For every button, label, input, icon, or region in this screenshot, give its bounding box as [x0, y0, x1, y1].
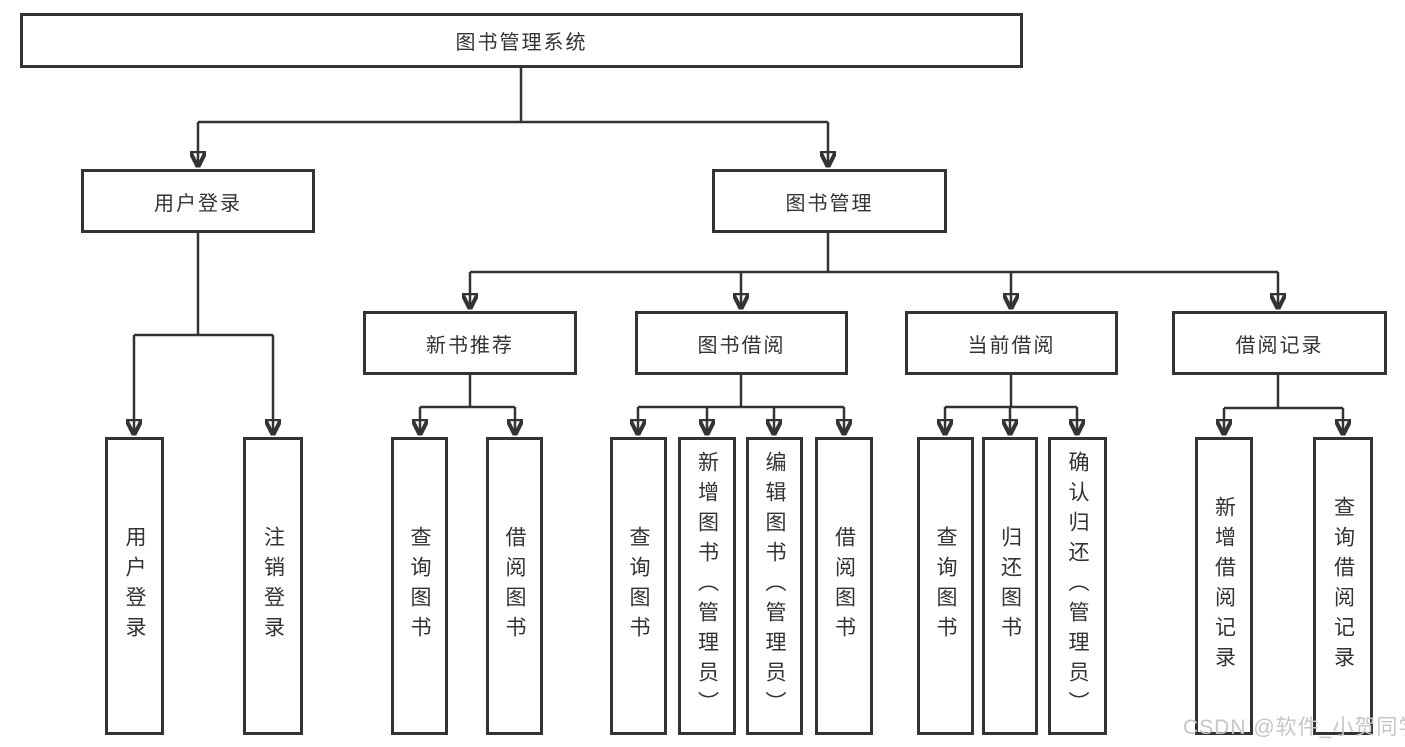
node-book-mgmt: 图书管理	[712, 169, 947, 233]
edge-root-trunk	[198, 68, 828, 124]
edge-userlogin-trunk	[134, 233, 273, 337]
leaf-borrow-edit: 编辑图书（管理员）	[746, 437, 803, 735]
leaf-user-login: 用户登录	[105, 437, 164, 735]
leaf-borrow-borrow: 借阅图书	[815, 437, 873, 735]
leaf-newbooks-query: 查询图书	[391, 437, 448, 735]
leaf-current-query-label: 查询图书	[934, 526, 957, 646]
leaf-newbooks-borrow-label: 借阅图书	[503, 526, 526, 646]
leaf-user-login-label: 用户登录	[123, 526, 146, 646]
node-user-login-label: 用户登录	[154, 192, 242, 215]
leaf-newbooks-query-label: 查询图书	[408, 526, 431, 646]
leaf-current-confirm-label: 确认归还（管理员）	[1066, 451, 1089, 721]
leaf-records-add-label: 新增借阅记录	[1212, 496, 1236, 676]
leaf-logout: 注销登录	[243, 437, 303, 735]
leaf-borrow-add: 新增图书（管理员）	[678, 437, 736, 735]
csdn-watermark: CSDN @软件_小贺同学	[1183, 716, 1405, 739]
edge-newbooks-trunk	[420, 375, 515, 409]
leaf-current-return-label: 归还图书	[998, 526, 1022, 646]
node-current-borrow: 当前借阅	[905, 311, 1118, 375]
edge-bookmgmt-trunk	[470, 233, 1278, 274]
node-root: 图书管理系统	[20, 13, 1023, 68]
leaf-current-query: 查询图书	[917, 437, 974, 735]
node-book-mgmt-label: 图书管理	[785, 192, 874, 215]
node-borrow-records: 借阅记录	[1172, 311, 1387, 375]
node-book-borrow: 图书借阅	[635, 311, 848, 375]
node-current-borrow-label: 当前借阅	[967, 334, 1056, 357]
node-user-login: 用户登录	[81, 169, 315, 233]
leaf-borrow-query: 查询图书	[610, 437, 667, 735]
leaf-borrow-borrow-label: 借阅图书	[832, 526, 856, 646]
node-borrow-records-label: 借阅记录	[1235, 334, 1324, 357]
edge-current-trunk	[945, 375, 1077, 409]
leaf-borrow-add-label: 新增图书（管理员）	[695, 451, 719, 721]
node-root-label: 图书管理系统	[455, 32, 588, 54]
edge-borrow-trunk	[638, 375, 844, 409]
node-new-books: 新书推荐	[363, 311, 577, 375]
leaf-logout-label: 注销登录	[261, 526, 285, 646]
leaf-newbooks-borrow: 借阅图书	[486, 437, 543, 735]
node-new-books-label: 新书推荐	[426, 334, 514, 357]
leaf-current-return: 归还图书	[982, 437, 1038, 735]
leaf-current-confirm: 确认归还（管理员）	[1048, 437, 1107, 735]
edge-records-trunk	[1224, 375, 1343, 410]
leaf-records-add: 新增借阅记录	[1195, 437, 1253, 735]
leaf-borrow-query-label: 查询图书	[627, 526, 650, 646]
leaf-records-query-label: 查询借阅记录	[1331, 496, 1355, 676]
leaf-borrow-edit-label: 编辑图书（管理员）	[763, 451, 786, 721]
node-book-borrow-label: 图书借阅	[697, 334, 786, 357]
leaf-records-query: 查询借阅记录	[1313, 437, 1373, 735]
